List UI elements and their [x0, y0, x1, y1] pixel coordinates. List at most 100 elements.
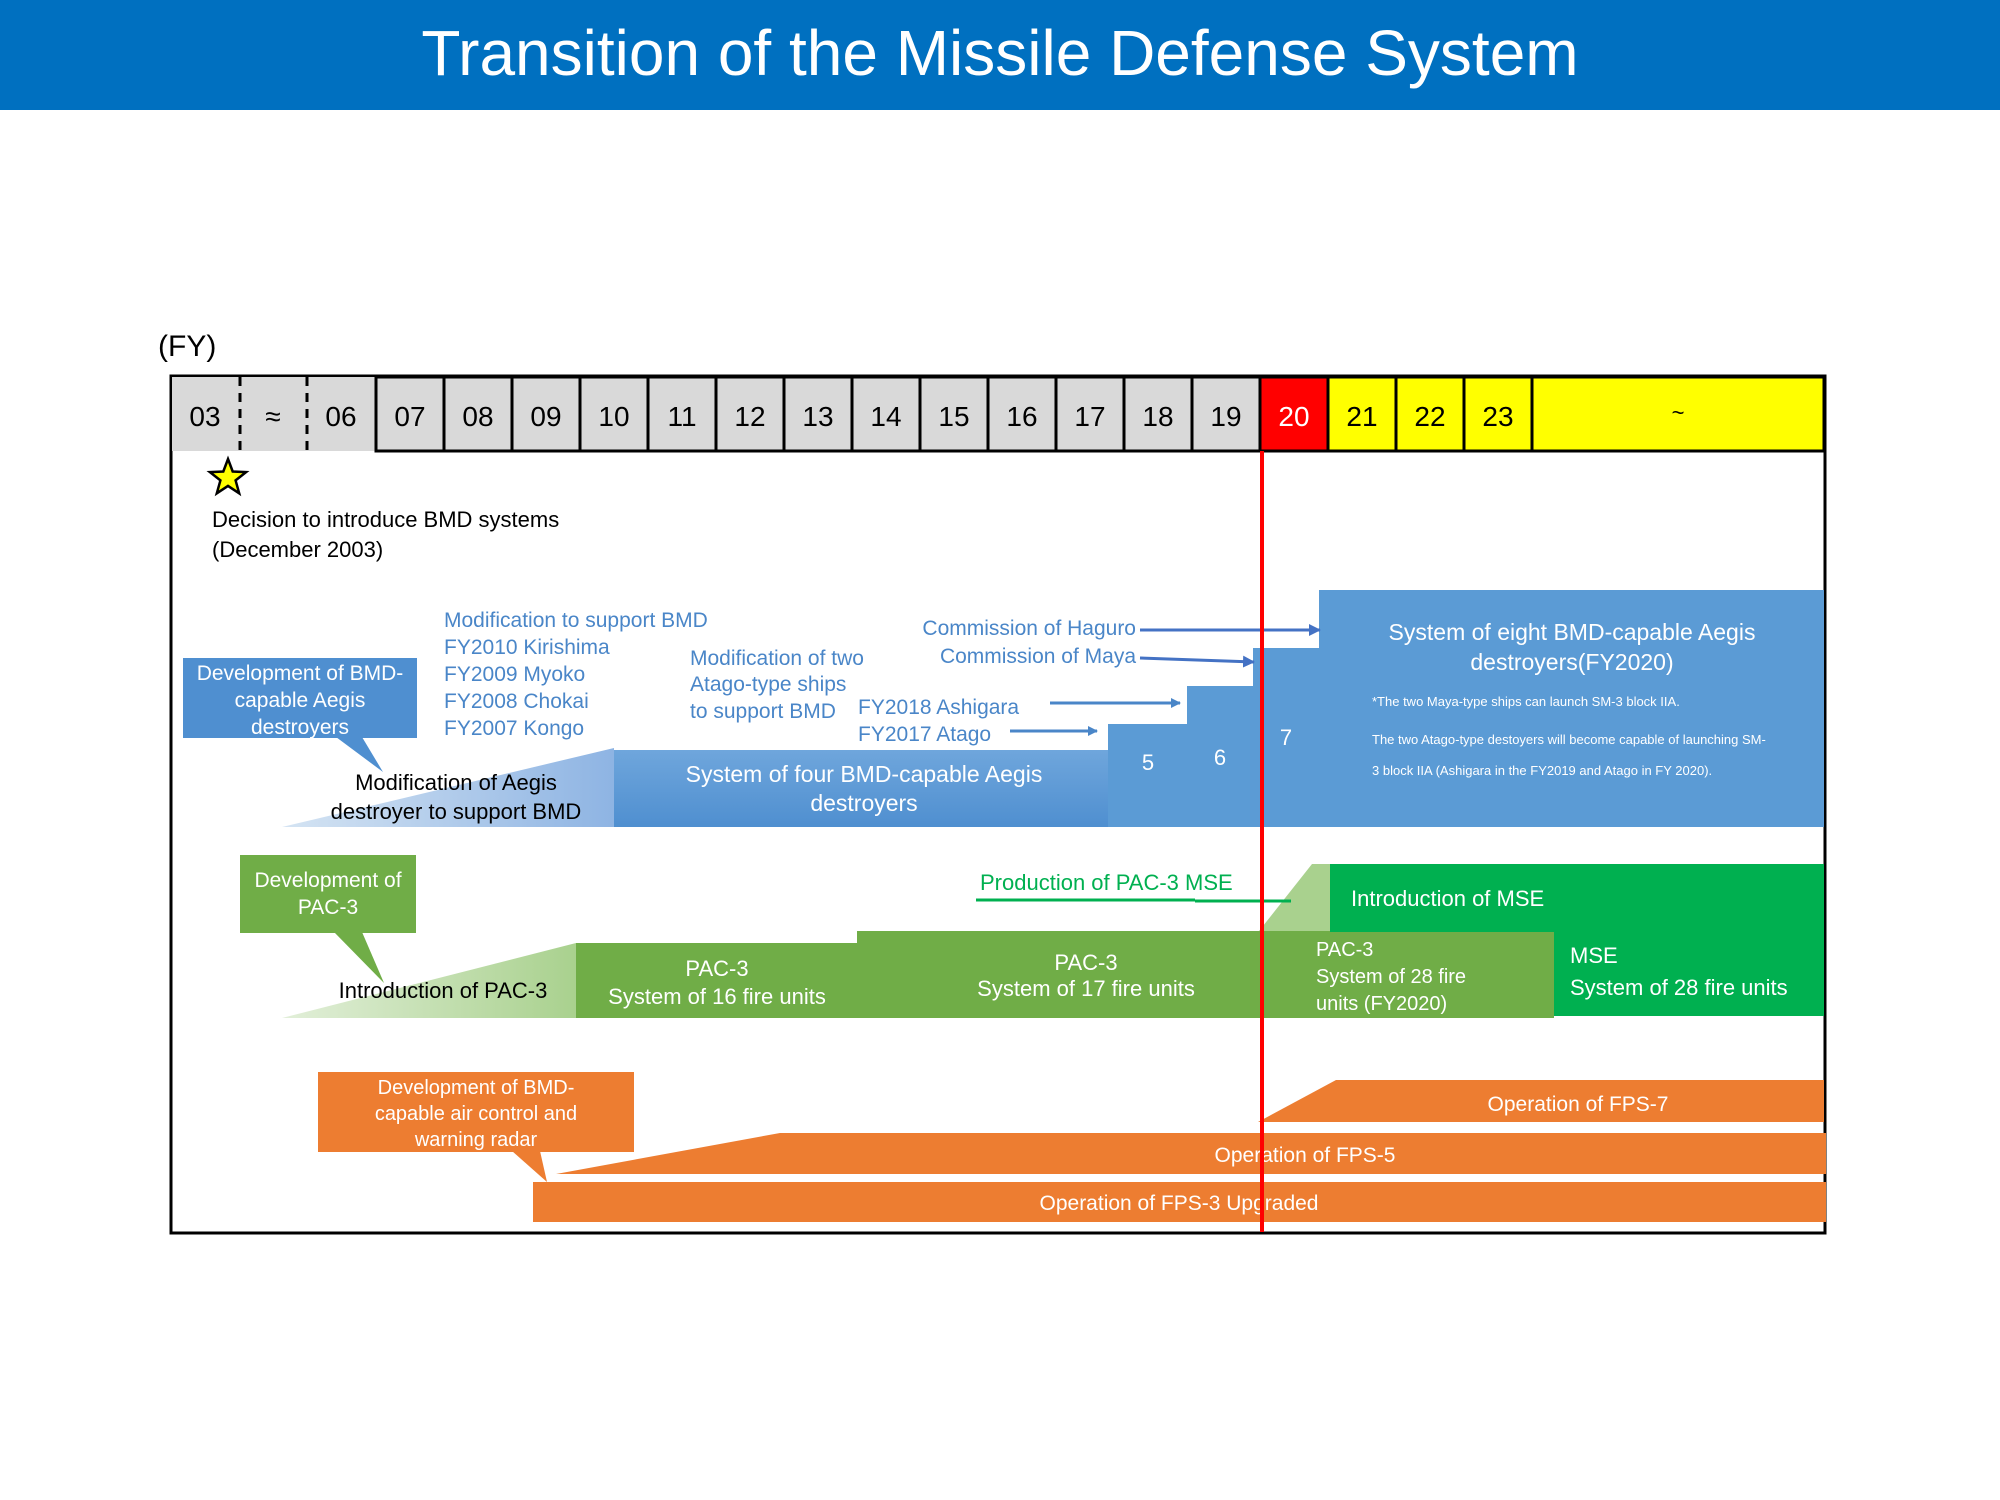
year-label-19: 19 — [1210, 401, 1241, 432]
pac3-callout-line2: PAC-3 — [298, 896, 358, 919]
atago-mod-line1: Modification of two — [690, 647, 864, 670]
year-label-12: 12 — [734, 401, 765, 432]
aegis-note-atago-line2: 3 block IIA (Ashigara in the FY2019 and … — [1372, 763, 1712, 778]
aegis-mod-list-kongo: FY2007 Kongo — [444, 717, 584, 740]
aegis-modification-line2: destroyer to support BMD — [331, 799, 582, 824]
aegis-callout-line1: Development of BMD- — [197, 662, 404, 685]
year-cell-09 — [510, 375, 582, 453]
atago-label: FY2017 Atago — [858, 723, 991, 746]
decision-text-line2: (December 2003) — [212, 537, 383, 562]
atago-mod-line2: Atago-type ships — [690, 673, 846, 696]
aegis-four-system-line2: destroyers — [810, 790, 917, 816]
year-cell-19 — [1190, 375, 1262, 453]
decision-text-line1: Decision to introduce BMD systems — [212, 507, 559, 532]
year-cell-15 — [918, 375, 990, 453]
year-cell-18 — [1122, 375, 1194, 453]
year-cell-12 — [714, 375, 786, 453]
star-icon — [206, 455, 250, 497]
year-cell-11 — [646, 375, 718, 453]
title-banner — [0, 0, 2000, 110]
year-label-16: 16 — [1006, 401, 1037, 432]
ashigara-label: FY2018 Ashigara — [858, 696, 1019, 719]
pac3-28-line1: PAC-3 — [1316, 939, 1373, 961]
fps5-label: Operation of FPS-5 — [1215, 1144, 1396, 1167]
aegis-step-5 — [1108, 724, 1188, 827]
year-label-07: 07 — [394, 401, 425, 432]
year-label-17: 17 — [1074, 401, 1105, 432]
aegis-modification-line1: Modification of Aegis — [355, 770, 557, 795]
page-title: Transition of the Missile Defense System — [421, 17, 1579, 89]
maya-arrow — [1139, 655, 1255, 668]
year-label-09: 09 — [530, 401, 561, 432]
radar-callout-line2: capable air control and — [375, 1103, 577, 1125]
year-label-gap: ≈ — [265, 401, 280, 432]
year-cell-20-current — [1258, 375, 1330, 453]
year-label-13: 13 — [802, 401, 833, 432]
aegis-development-callout — [183, 658, 417, 738]
aegis-step-6 — [1187, 686, 1254, 827]
aegis-callout-line2: capable Aegis — [235, 689, 366, 712]
fps5-band — [556, 1133, 1826, 1174]
year-header: 03 ≈ 06 07 08 09 10 11 12 13 14 15 16 17… — [172, 375, 1826, 453]
pac3-28-units-band — [1312, 931, 1554, 1018]
fy-label: (FY) — [158, 330, 216, 363]
year-cell-10 — [578, 375, 650, 453]
year-label-15: 15 — [938, 401, 969, 432]
aegis-mod-list-header: Modification to support BMD — [444, 609, 708, 632]
mse-introduction-label: Introduction of MSE — [1351, 886, 1544, 911]
year-label-06: 06 — [325, 401, 356, 432]
year-label-22: 22 — [1414, 401, 1445, 432]
pac3-mse-production-label: Production of PAC-3 MSE — [980, 870, 1233, 895]
aegis-eight-system-band — [1319, 590, 1824, 827]
mse-28-line1: MSE — [1570, 943, 1618, 968]
aegis-step-7 — [1253, 648, 1320, 827]
radar-development-callout — [318, 1072, 634, 1152]
year-label-03: 03 — [189, 401, 220, 432]
pac3-16-line2: System of 16 fire units — [608, 984, 826, 1009]
year-label-18: 18 — [1142, 401, 1173, 432]
aegis-mod-list-chokai: FY2008 Chokai — [444, 690, 589, 713]
pac3-17-line1: PAC-3 — [1054, 950, 1117, 975]
aegis-step-6-label: 6 — [1214, 745, 1226, 770]
aegis-eight-system-line1: System of eight BMD-capable Aegis — [1389, 619, 1756, 645]
aegis-four-system-band — [614, 750, 1109, 827]
pac3-28-line2: System of 28 fire — [1316, 966, 1466, 988]
mse-transition-wedge — [1259, 864, 1312, 931]
year-label-20: 20 — [1278, 401, 1309, 432]
fps3-band — [533, 1182, 1826, 1222]
radar-callout-pointer — [512, 1151, 547, 1182]
radar-callout-line3: warning radar — [414, 1129, 538, 1151]
year-label-14: 14 — [870, 401, 901, 432]
year-cell-07 — [374, 375, 446, 453]
aegis-eight-system-line2: destroyers(FY2020) — [1470, 649, 1673, 675]
pac3-17-units-band — [857, 931, 1313, 1018]
pac3-28-line3: units (FY2020) — [1316, 993, 1447, 1015]
fps7-label: Operation of FPS-7 — [1488, 1093, 1669, 1116]
year-label-10: 10 — [598, 401, 629, 432]
year-label-11: 11 — [667, 401, 696, 432]
year-cell-03-06 — [172, 377, 376, 451]
mse-28-units-band — [1554, 931, 1824, 1016]
year-cell-17 — [1054, 375, 1126, 453]
pac3-callout-pointer — [334, 932, 384, 983]
aegis-mod-list-myoko: FY2009 Myoko — [444, 663, 585, 686]
aegis-modification-wedge — [282, 748, 614, 827]
fps3-label: Operation of FPS-3 Upgraded — [1040, 1192, 1319, 1215]
radar-callout-line1: Development of BMD- — [378, 1077, 575, 1099]
pac3-introduction-label: Introduction of PAC-3 — [339, 978, 548, 1003]
year-cell-14 — [850, 375, 922, 453]
fps7-band — [1258, 1080, 1824, 1122]
pac3-callout-line1: Development of — [254, 869, 401, 892]
aegis-note-maya: *The two Maya-type ships can launch SM-3… — [1372, 694, 1680, 709]
pac3-development-callout — [240, 855, 416, 933]
aegis-step-5-label: 5 — [1142, 750, 1154, 775]
year-label-21: 21 — [1346, 401, 1377, 432]
pac3-16-units-band — [576, 943, 858, 1018]
year-label-08: 08 — [462, 401, 493, 432]
pac3-introduction-wedge — [282, 943, 576, 1018]
aegis-note-atago-line1: The two Atago-type destoyers will become… — [1372, 732, 1766, 747]
aegis-four-system-line1: System of four BMD-capable Aegis — [686, 761, 1043, 787]
aegis-step-7-label: 7 — [1280, 725, 1292, 750]
aegis-mod-list-kirishima: FY2010 Kirishima — [444, 636, 610, 659]
